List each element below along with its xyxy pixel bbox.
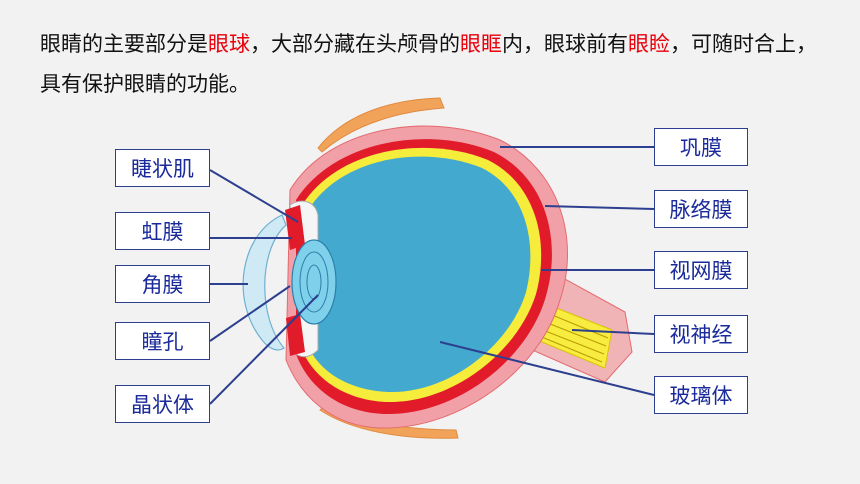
upper-eyelid [317,97,445,153]
intro-text-1: 眼睛的主要部分是 [40,32,208,56]
label-iris: 虹膜 [115,212,210,250]
intro-text-4: ，可随时合上，具有保护眼睛的功能。 [40,32,817,96]
keyword-eyeball: 眼球 [208,32,250,56]
vitreous-shape [308,156,531,393]
leader-choroid [544,205,655,210]
leader-lens [209,294,319,405]
label-ciliary-muscle: 睫状肌 [115,149,210,187]
keyword-eyelid: 眼睑 [628,32,670,56]
label-choroid: 脉络膜 [654,190,748,228]
leader-pupil [209,285,291,342]
cornea-shape [242,214,287,351]
intro-text-2: ，大部分藏在头颅骨的 [250,32,460,56]
leader-optic-nerve [571,329,655,335]
label-optic-nerve: 视神经 [654,315,748,353]
iris-lower [286,314,305,356]
leader-ciliary [209,169,299,223]
label-vitreous: 玻璃体 [654,376,748,414]
label-sclera: 巩膜 [654,128,748,166]
keyword-orbit: 眼眶 [460,32,502,56]
leader-vitreous [439,341,655,396]
lens-shape [291,239,337,325]
label-cornea: 角膜 [115,265,210,303]
intro-text-3: 内，眼球前有 [502,32,628,56]
label-lens: 晶状体 [115,385,210,423]
label-pupil: 瞳孔 [115,322,210,360]
intro-paragraph: 眼睛的主要部分是眼球，大部分藏在头颅骨的眼眶内，眼球前有眼睑，可随时合上，具有保… [40,24,830,104]
label-retina: 视网膜 [654,251,748,289]
